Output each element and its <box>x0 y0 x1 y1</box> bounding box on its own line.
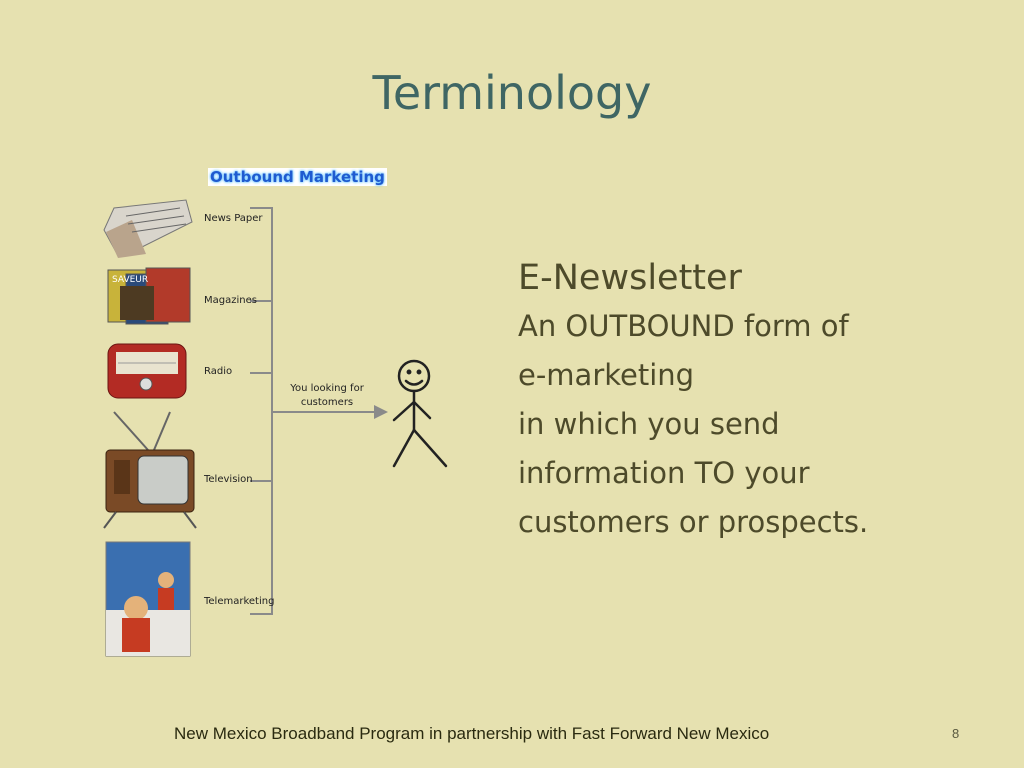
media-label-television: Television <box>204 474 253 485</box>
definition-line-4: information TO your <box>518 449 868 498</box>
definition-line-2: e-marketing <box>518 358 695 392</box>
definition-line-4-start: information <box>518 456 695 490</box>
definition-text: E-Newsletter An OUTBOUND form of e-marke… <box>518 254 868 547</box>
outbound-marketing-heading: Outbound Marketing <box>208 168 387 186</box>
telemarketing-icon <box>105 541 191 657</box>
definition-line-3: in which you send <box>518 407 780 441</box>
arrow-label: You looking for customers <box>284 382 370 410</box>
arrow-head <box>374 405 388 419</box>
definition-line-1: An OUTBOUND form of <box>518 309 849 343</box>
slide-title: Terminology <box>372 66 652 120</box>
radio-icon <box>107 343 187 399</box>
media-label-magazines: Magazines <box>204 295 257 306</box>
arrow-label-line2: customers <box>300 397 354 408</box>
term-heading: E-Newsletter <box>518 258 742 298</box>
magazines-icon: SAVEUR <box>107 267 191 325</box>
outbound-marketing-diagram: SAVEUR <box>96 160 466 660</box>
media-label-telemarketing: Telemarketing <box>204 596 275 607</box>
definition-emphasis: TO <box>694 456 736 490</box>
svg-text:SAVEUR: SAVEUR <box>112 275 148 285</box>
television-icon <box>103 411 197 529</box>
bracket-line <box>250 207 273 615</box>
slide-footer: New Mexico Broadband Program in partners… <box>174 724 770 743</box>
diagram-lines: SAVEUR <box>103 199 448 657</box>
page-number: 8 <box>952 726 960 741</box>
stick-figure-icon <box>392 359 448 468</box>
media-label-radio: Radio <box>204 366 233 377</box>
arrow-label-line1: You looking for <box>290 383 364 394</box>
definition-line-5: customers or prospects. <box>518 505 869 539</box>
definition-line-4-end: your <box>735 456 810 490</box>
newspaper-icon <box>103 199 193 258</box>
media-label-newspaper: News Paper <box>204 213 263 224</box>
